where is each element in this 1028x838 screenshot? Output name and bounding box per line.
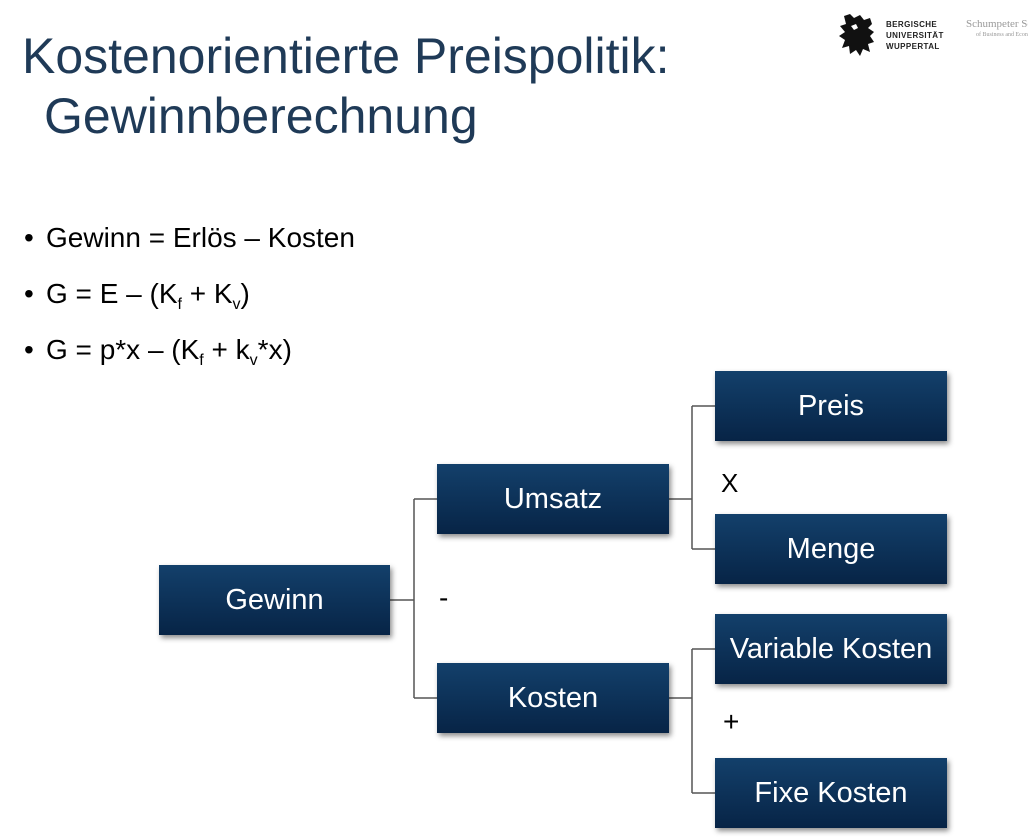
plus-operator: +: [723, 706, 740, 737]
node-menge: Menge: [715, 514, 947, 584]
node-fixe-kosten: Fixe Kosten: [715, 758, 947, 828]
title-line-1: Kostenorientierte Preispolitik:: [22, 28, 670, 84]
node-kosten: Kosten: [437, 663, 669, 733]
university-name: BERGISCHE UNIVERSITÄT WUPPERTAL: [886, 19, 944, 52]
formula-text: Gewinn = Erlös – Kosten: [46, 222, 355, 253]
formula-subscript: f: [177, 296, 182, 313]
formula-part: G = E – (K: [46, 278, 178, 309]
formula-part: + k: [203, 334, 250, 365]
formula-part: G = p*x – (K: [46, 334, 200, 365]
formula-part: + K: [181, 278, 233, 309]
university-name-line-3: WUPPERTAL: [886, 42, 940, 51]
formula-item-1: Gewinn = Erlös – Kosten: [24, 210, 355, 266]
formula-item-3: G = p*x – (Kf + kv*x): [24, 322, 355, 378]
formula-part: ): [240, 278, 250, 309]
node-variable-kosten: Variable Kosten: [715, 614, 947, 684]
node-umsatz: Umsatz: [437, 464, 669, 534]
node-gewinn: Gewinn: [159, 565, 390, 635]
formula-item-2: G = E – (Kf + Kv): [24, 266, 355, 322]
formula-subscript: v: [232, 296, 241, 313]
title-line-2: Gewinnberechnung: [44, 88, 478, 144]
formula-part: *x): [257, 334, 292, 365]
formula-subscript: v: [249, 352, 258, 369]
university-logo: BERGISCHE UNIVERSITÄT WUPPERTAL Schumpet…: [836, 12, 1028, 60]
lion-crest-icon: [839, 14, 874, 56]
times-operator: X: [721, 468, 739, 498]
formula-list: Gewinn = Erlös – Kosten G = E – (Kf + Kv…: [24, 210, 355, 378]
university-name-line-2: UNIVERSITÄT: [886, 31, 944, 40]
node-preis: Preis: [715, 371, 947, 441]
slide-title: Kostenorientierte Preispolitik: Gewinnbe…: [22, 26, 782, 146]
school-name-line-1: Schumpeter School: [966, 18, 1028, 30]
university-name-line-1: BERGISCHE: [886, 20, 938, 29]
school-name: Schumpeter School of Business and Econom…: [966, 18, 1028, 39]
school-name-line-2: of Business and Economics: [976, 32, 1028, 38]
minus-operator: -: [439, 582, 449, 613]
formula-subscript: f: [199, 352, 204, 369]
